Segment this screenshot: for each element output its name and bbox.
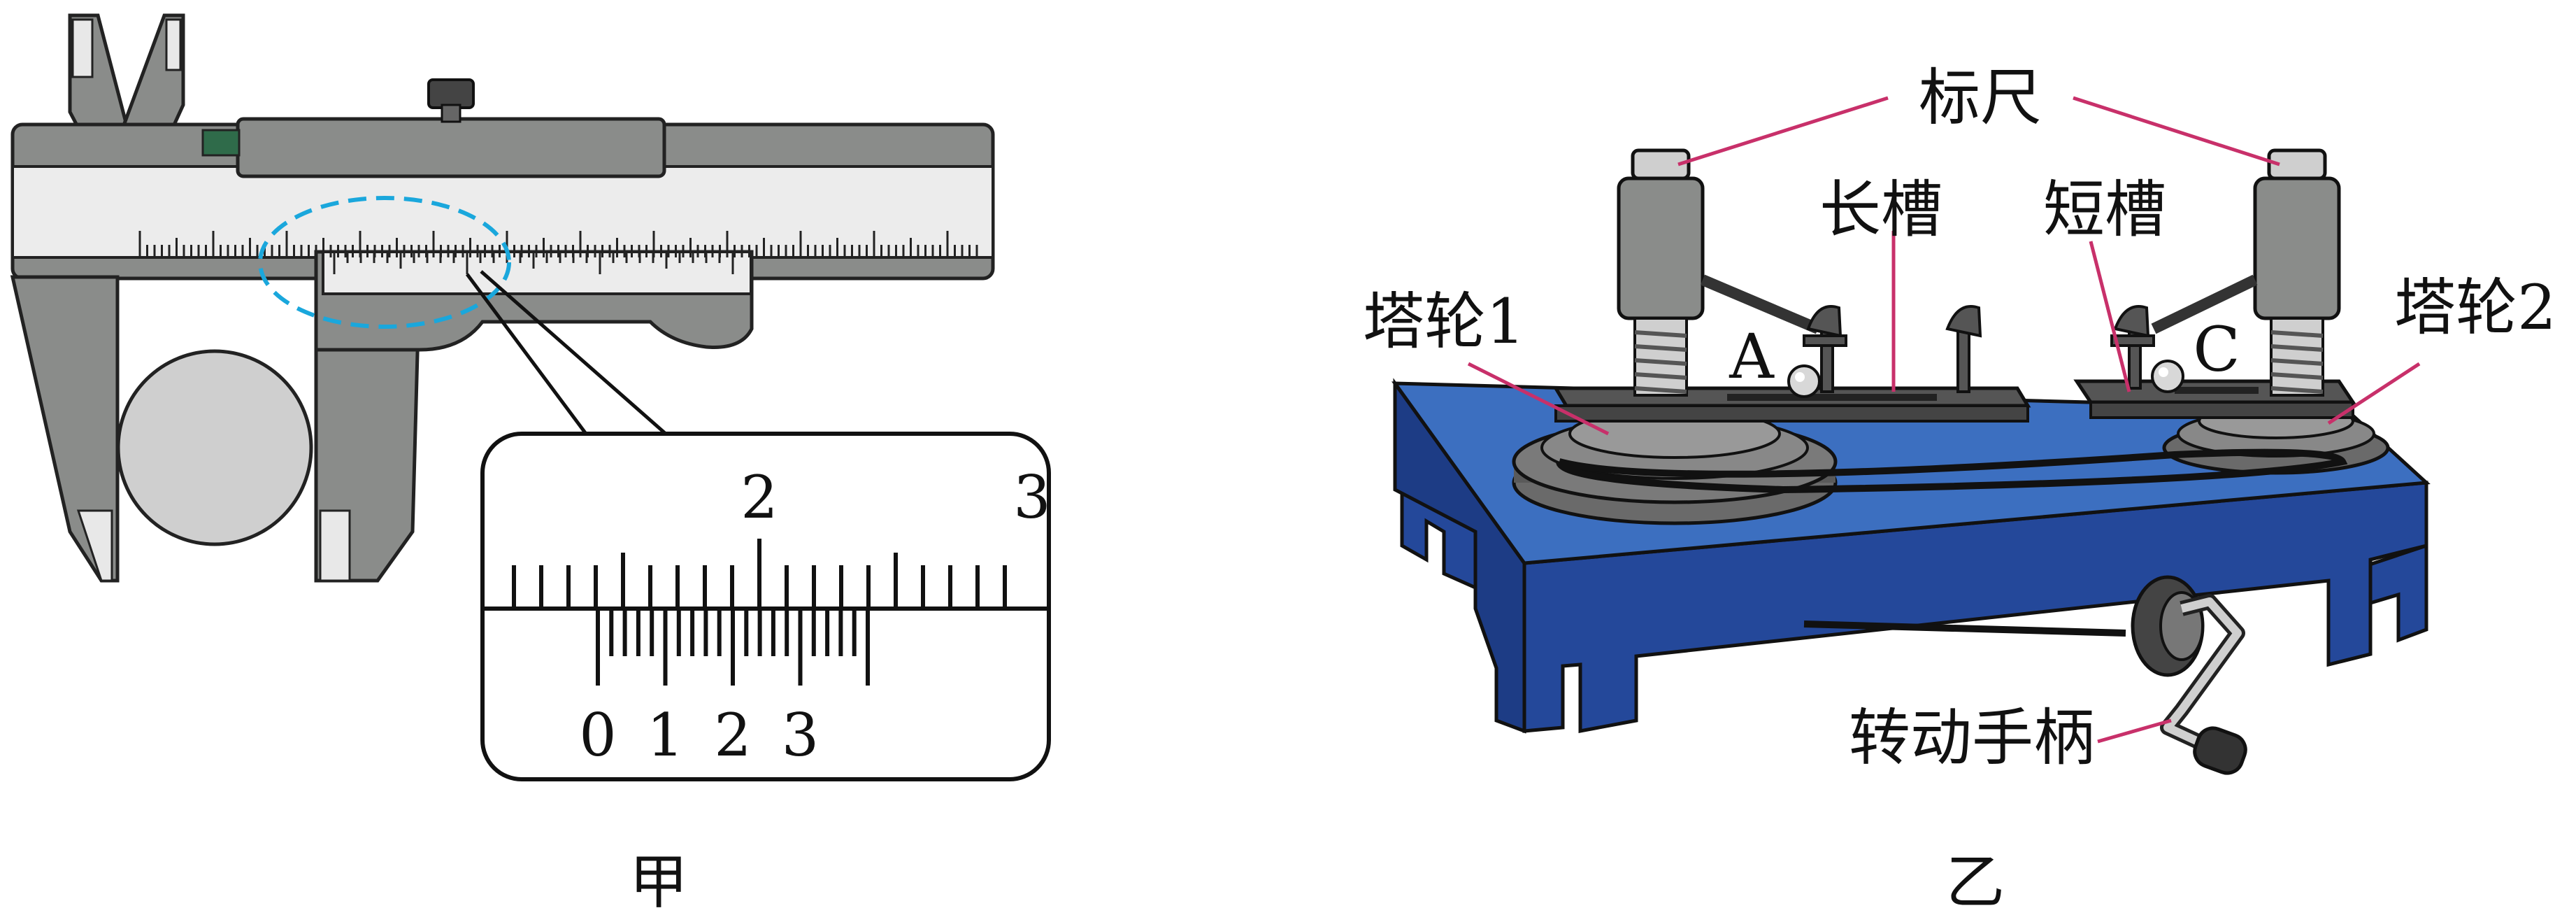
zoom-vernier-ticks (596, 609, 870, 686)
label-handle: 转动手柄 (1849, 702, 2095, 774)
ball-c (2151, 360, 2184, 393)
ball-a (1787, 364, 1821, 398)
crank-grip (2193, 726, 2247, 775)
zoom-vernier-number: 0 (579, 701, 616, 769)
centripetal-apparatus: 标尺 长槽 短槽 塔轮1 塔轮2 转动手柄 A C 乙 (1363, 62, 2556, 916)
label-point-c: C (2193, 313, 2240, 385)
label-ruler: 标尺 (1919, 62, 2042, 134)
main-scale-ticks (138, 231, 978, 257)
zoom-vernier-number: 1 (647, 701, 684, 769)
drive-belt (1556, 448, 2348, 494)
label-long-slot: 长槽 (1819, 173, 1942, 246)
label-point-a: A (1729, 320, 1775, 392)
label-tower-wheel-2: 塔轮2 (2394, 271, 2556, 343)
base-left-side (1393, 378, 1526, 734)
label-tower-wheel-1: 塔轮1 (1363, 285, 1525, 357)
lever-stops (1803, 305, 2155, 393)
zoom-main-number: 2 (740, 463, 778, 532)
slider-top (236, 117, 666, 178)
highlight-ellipse (258, 196, 511, 329)
thumb-screw (427, 78, 475, 109)
lower-belt (1803, 620, 2126, 637)
zoom-main-number: 3 (1013, 463, 1050, 532)
label-leaders (1467, 96, 2421, 744)
caption-jia: 甲 (629, 848, 688, 916)
measured-cylinder (116, 349, 313, 546)
zoom-main-ticks (512, 539, 1007, 609)
zoom-vernier-number: 2 (714, 701, 751, 769)
left-ruler-column (1617, 148, 1821, 397)
right-ruler-column (2151, 148, 2341, 397)
zoom-vernier-number: 3 (782, 701, 819, 769)
vernier-scale-ticks (333, 253, 734, 274)
caption-yi: 乙 (1946, 848, 2005, 916)
label-short-slot: 短槽 (2043, 173, 2166, 246)
